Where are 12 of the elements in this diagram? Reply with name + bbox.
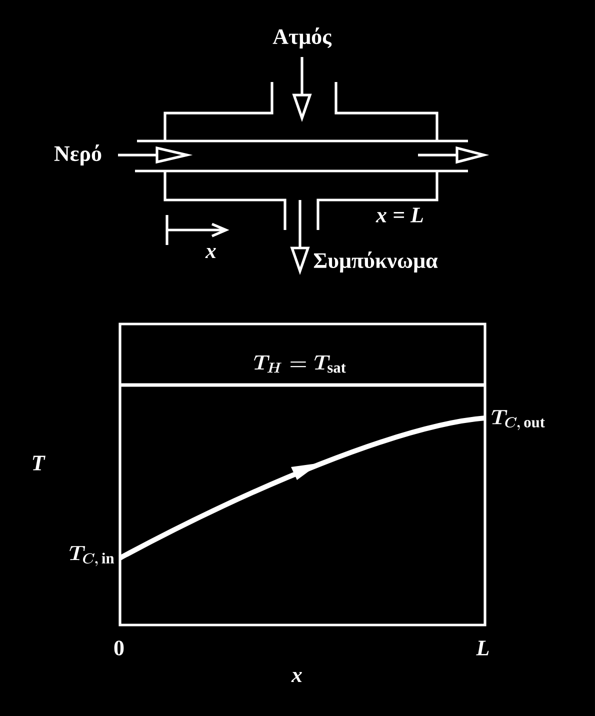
flow-label: Συμπύκνωμα xyxy=(314,251,438,273)
axis-label: x xyxy=(291,672,302,682)
axis-label: x xyxy=(205,248,216,258)
curve-label: $T_{C,\,\mathrm{out}}$ xyxy=(492,410,545,430)
line-label: $T_H = T_{\mathrm{sat}}$ xyxy=(254,356,346,373)
tick-label: 0 xyxy=(114,640,124,656)
axis-label: T xyxy=(32,456,46,470)
flow-label: Ατμός xyxy=(272,28,332,49)
position-label: x = L xyxy=(376,208,423,222)
flow-label: Νερό xyxy=(54,144,102,166)
curve-label: $T_{C,\,\mathrm{in}}$ xyxy=(70,546,114,566)
tick-label: L xyxy=(476,640,489,656)
